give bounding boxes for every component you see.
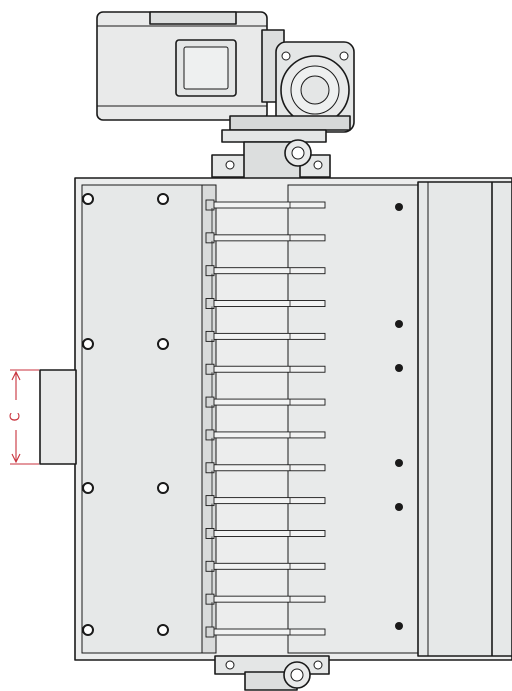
- hole-icon: [82, 624, 94, 636]
- bar-rack: [205, 199, 326, 638]
- hole-icon: [157, 193, 169, 205]
- rack-bar: [205, 429, 326, 465]
- rack-bar: [205, 199, 326, 235]
- right-panel: [287, 184, 419, 654]
- hole-icon: [157, 482, 169, 494]
- hole-icon: [82, 193, 94, 205]
- hole-icon: [395, 503, 403, 511]
- rack-bar: [205, 593, 326, 629]
- left-side-plate: [81, 184, 203, 654]
- end-frame: [417, 181, 512, 657]
- rack-bar: [205, 462, 326, 498]
- rack-bar: [205, 396, 326, 432]
- dimension-label-c: C: [9, 412, 24, 421]
- mounting-holes: [82, 193, 403, 636]
- bottom-bracket: [214, 655, 330, 691]
- dimension-c: C: [9, 369, 39, 465]
- hole-icon: [157, 624, 169, 636]
- rack-bar: [205, 626, 326, 638]
- inlet-port: [39, 369, 77, 465]
- hole-icon: [82, 482, 94, 494]
- hole-icon: [395, 320, 403, 328]
- rack-bar: [205, 298, 326, 334]
- rack-bar: [205, 330, 326, 367]
- hole-icon: [395, 364, 403, 372]
- hole-icon: [82, 338, 94, 350]
- motor: [96, 11, 268, 121]
- machine-body: [74, 177, 512, 661]
- rack-bar: [205, 495, 326, 531]
- hole-icon: [395, 203, 403, 211]
- lifting-eye: [284, 139, 312, 167]
- mounting-flange: [211, 129, 331, 181]
- rack-bar: [205, 528, 326, 564]
- rack-bar: [205, 560, 326, 597]
- rack-bar: [205, 232, 326, 268]
- hole-icon: [157, 338, 169, 350]
- hole-icon: [395, 622, 403, 630]
- hole-icon: [395, 459, 403, 467]
- rack-bar: [205, 363, 326, 400]
- rack-bar: [205, 265, 326, 301]
